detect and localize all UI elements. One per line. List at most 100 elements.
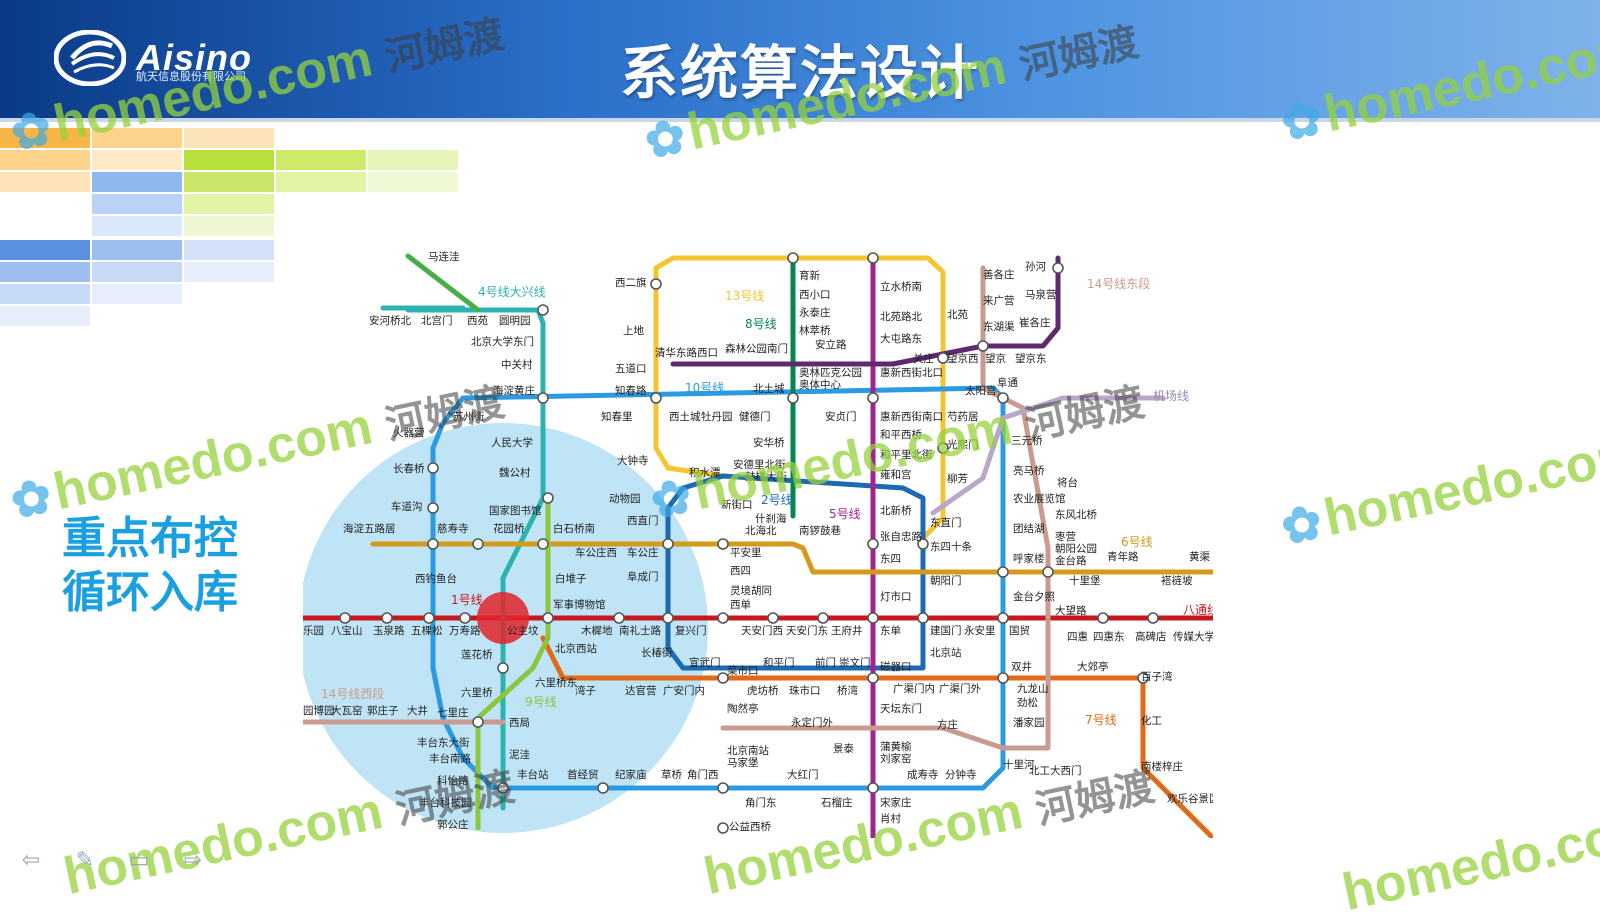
header-banner	[0, 0, 1600, 120]
svg-text:朝阳公园: 朝阳公园	[1055, 543, 1097, 555]
svg-text:呼家楼: 呼家楼	[1013, 552, 1045, 565]
svg-text:什刹海: 什刹海	[755, 512, 787, 525]
svg-text:火器营: 火器营	[393, 426, 425, 439]
svg-text:森林公园南门: 森林公园南门	[725, 342, 788, 355]
svg-text:平安里: 平安里	[730, 546, 762, 559]
svg-text:育新: 育新	[799, 269, 820, 282]
svg-text:10号线: 10号线	[685, 381, 724, 395]
svg-text:知春路: 知春路	[615, 384, 647, 397]
svg-text:知春里: 知春里	[601, 410, 633, 423]
svg-text:西土城: 西土城	[669, 410, 701, 423]
svg-text:积水潭: 积水潭	[689, 467, 721, 479]
svg-text:劲松: 劲松	[1017, 696, 1039, 709]
svg-text:乐园: 乐园	[303, 625, 324, 637]
arrow-left-icon[interactable]: ⇦	[21, 848, 41, 873]
svg-text:北苑: 北苑	[947, 308, 968, 321]
svg-text:人民大学: 人民大学	[491, 436, 533, 449]
svg-text:清华东路西口: 清华东路西口	[655, 346, 718, 359]
svg-text:天安门西: 天安门西	[741, 624, 783, 637]
svg-text:亮马桥: 亮马桥	[1013, 464, 1045, 477]
side-label-line1: 重点布控	[62, 513, 238, 564]
svg-text:慈寿寺: 慈寿寺	[437, 522, 469, 535]
svg-text:9号线: 9号线	[525, 695, 557, 709]
svg-text:车道沟: 车道沟	[391, 500, 423, 513]
station-labels: 马连洼 西二旗 育新 立水桥南 善各庄 孙河 安河桥北 北宫门 西苑 圆明园 北…	[303, 250, 1213, 833]
svg-text:九龙山: 九龙山	[1017, 682, 1049, 695]
svg-text:4号线大兴线: 4号线大兴线	[478, 285, 546, 299]
svg-text:牡丹园: 牡丹园	[701, 410, 733, 423]
svg-text:车公庄: 车公庄	[627, 546, 659, 559]
svg-text:丰台东大街: 丰台东大街	[417, 736, 470, 749]
pen-icon[interactable]: ✎	[75, 848, 95, 873]
svg-text:大郊亭: 大郊亭	[1077, 660, 1109, 673]
header-divider	[0, 118, 1600, 122]
svg-text:陶然亭: 陶然亭	[727, 702, 759, 715]
svg-text:景泰: 景泰	[833, 742, 854, 755]
svg-text:团结湖: 团结湖	[1013, 522, 1045, 535]
svg-text:蒲黄榆: 蒲黄榆	[880, 740, 912, 753]
svg-text:大红门: 大红门	[787, 768, 819, 781]
svg-text:北京南站: 北京南站	[727, 744, 769, 757]
svg-text:朝阳门: 朝阳门	[930, 574, 962, 587]
svg-text:大屯路东: 大屯路东	[880, 332, 922, 345]
aisino-logo-icon	[54, 30, 126, 86]
svg-text:立水桥南: 立水桥南	[880, 280, 922, 293]
svg-text:八通线: 八通线	[1183, 603, 1213, 617]
svg-text:柳芳: 柳芳	[947, 472, 968, 485]
svg-text:崇文门: 崇文门	[839, 656, 871, 669]
svg-text:纪家庙: 纪家庙	[615, 768, 647, 781]
svg-text:十里河: 十里河	[1003, 758, 1035, 771]
svg-text:农业展览馆: 农业展览馆	[1013, 492, 1066, 505]
svg-text:林萃桥: 林萃桥	[799, 324, 831, 337]
svg-text:圆明园: 圆明园	[499, 315, 531, 327]
svg-text:丰台科技园: 丰台科技园	[419, 796, 472, 809]
svg-text:黄渠: 黄渠	[1189, 550, 1211, 563]
svg-text:高碑店: 高碑店	[1135, 630, 1167, 643]
svg-text:桥湾: 桥湾	[837, 684, 858, 697]
svg-text:化工: 化工	[1141, 714, 1162, 727]
svg-text:14号线东段: 14号线东段	[1087, 276, 1150, 291]
svg-text:南锣鼓巷: 南锣鼓巷	[799, 524, 841, 537]
svg-text:分钟寺: 分钟寺	[945, 768, 977, 781]
svg-text:6号线: 6号线	[1121, 535, 1153, 549]
svg-text:西二旗: 西二旗	[615, 276, 647, 289]
svg-text:丰台南路: 丰台南路	[429, 752, 471, 765]
decorative-color-grid	[0, 128, 458, 326]
svg-text:安德里北街: 安德里北街	[733, 458, 786, 471]
svg-text:雍和宫: 雍和宫	[880, 468, 912, 481]
svg-text:万寿路: 万寿路	[449, 624, 481, 637]
svg-text:公益西桥: 公益西桥	[729, 820, 771, 833]
svg-text:车公庄西: 车公庄西	[575, 546, 617, 559]
svg-text:郭公庄: 郭公庄	[437, 818, 469, 831]
svg-text:木樨地: 木樨地	[581, 624, 613, 637]
svg-text:青年路: 青年路	[1107, 550, 1139, 563]
svg-text:四惠: 四惠	[1067, 630, 1088, 643]
svg-text:13号线: 13号线	[725, 289, 764, 303]
svg-text:奥林匹克公园: 奥林匹克公园	[799, 366, 862, 379]
arrow-right-icon[interactable]: ⇨	[183, 848, 203, 873]
svg-text:西直门: 西直门	[627, 514, 659, 527]
svg-text:北宫门: 北宫门	[421, 314, 453, 327]
svg-text:大望路: 大望路	[1055, 604, 1087, 617]
svg-text:光熙门: 光熙门	[947, 438, 979, 451]
svg-text:南楼梓庄: 南楼梓庄	[1141, 760, 1183, 773]
svg-text:大井: 大井	[407, 704, 428, 717]
svg-text:六里桥: 六里桥	[461, 687, 493, 699]
svg-text:8号线: 8号线	[745, 317, 777, 331]
svg-text:国贸: 国贸	[1009, 625, 1030, 637]
slides-icon[interactable]: ▭	[128, 848, 150, 873]
svg-text:北京站: 北京站	[930, 646, 962, 659]
svg-text:三元桥: 三元桥	[1011, 435, 1043, 447]
svg-text:丰台站: 丰台站	[517, 768, 549, 781]
svg-text:五棵松: 五棵松	[411, 624, 443, 637]
svg-text:郭庄子: 郭庄子	[367, 704, 399, 717]
svg-text:太阳宫: 太阳宫	[965, 384, 997, 397]
svg-text:角门东: 角门东	[745, 796, 777, 809]
svg-text:北工大西门: 北工大西门	[1029, 764, 1082, 777]
svg-text:国家图书馆: 国家图书馆	[489, 504, 542, 517]
svg-text:安华桥: 安华桥	[753, 436, 785, 449]
svg-text:王府井: 王府井	[831, 624, 863, 637]
svg-text:海淀黄庄: 海淀黄庄	[493, 384, 535, 397]
line-13	[653, 255, 946, 541]
svg-text:宋家庄: 宋家庄	[880, 796, 912, 809]
